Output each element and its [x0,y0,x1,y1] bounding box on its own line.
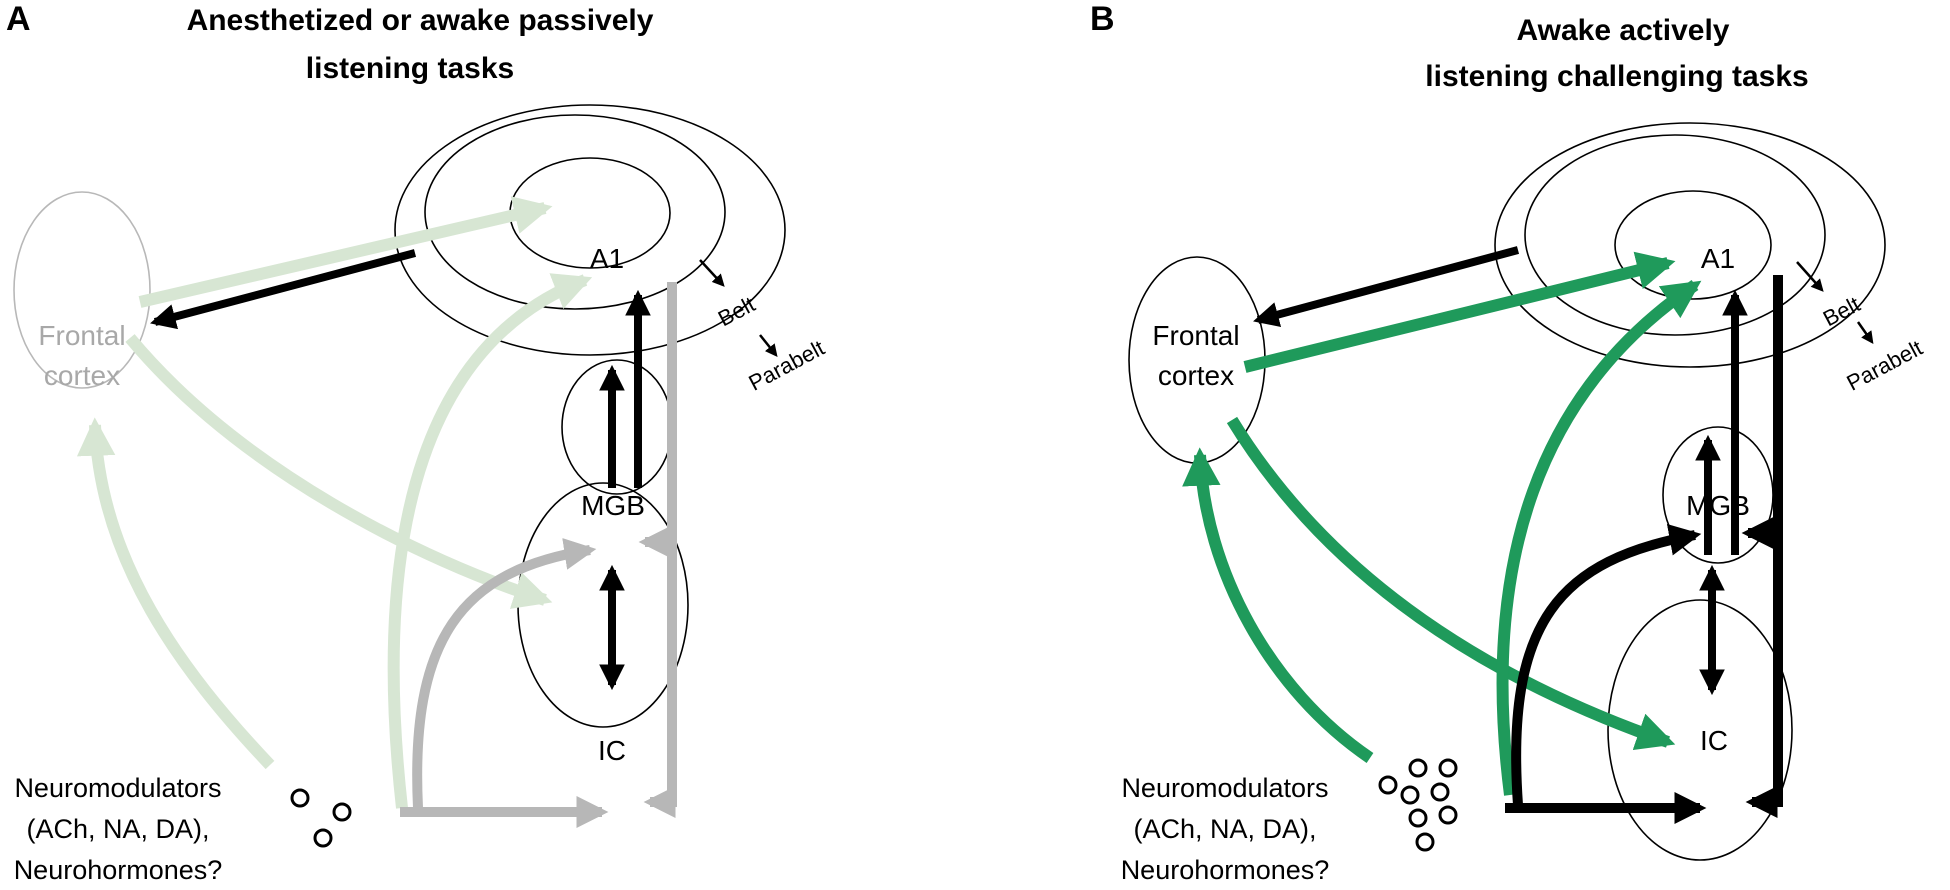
arrow-cortex-to-frontal [150,249,417,330]
frontal-cortex-outline [13,191,151,389]
panel-a-title-line1: Anesthetized or awake passively [187,4,654,37]
panel-a-title-line2: listening tasks [306,52,514,85]
label-mgb: MGB [581,490,645,521]
ic-outline [1607,599,1793,861]
label-parabelt: Parabelt [744,335,828,396]
parabelt-outline [1494,122,1886,368]
panel-b-title-line1: Awake actively [1517,14,1730,47]
label-frontal-2: cortex [1158,360,1234,391]
neuromodulator-vesicles [290,788,352,848]
label-ic: IC [598,735,626,766]
arrow-neuromod-to-frontal [1182,447,1374,763]
parabelt-outline [394,104,786,356]
arrow-frontal-to-a1 [1243,251,1676,373]
arrow-neuromod-to-mgb-gray [412,538,597,809]
label-mgb: MGB [1686,490,1750,521]
label-ic: IC [1700,725,1728,756]
arrow-cortex-to-frontal [1253,246,1520,328]
arrow-a1-to-belt [1796,261,1824,292]
label-frontal-2: cortex [44,360,120,391]
label-neuromod-2: (ACh, NA, DA), [26,814,209,844]
panel-b-letter: B [1090,0,1115,38]
label-frontal-1: Frontal [38,320,125,351]
arrow-cortex-to-ic [1745,275,1783,819]
neuromodulator-vesicles [1378,758,1458,852]
label-a1: A1 [590,243,624,274]
label-neuromod-1: Neuromodulators [1121,773,1328,803]
panel-a-letter: A [6,0,31,38]
arrow-cortex-to-ic-gray [643,282,677,819]
arrow-frontal-to-ic [1226,416,1676,751]
arrow-frontal-to-a1 [138,196,553,308]
label-frontal-1: Frontal [1152,320,1239,351]
label-neuromod-3: Neurohormones? [1121,855,1330,885]
label-parabelt: Parabelt [1842,335,1926,396]
label-belt: Belt [1819,291,1864,331]
label-belt: Belt [714,291,759,331]
arrow-neuromod-to-a1 [1496,280,1702,796]
mgb-outline [561,359,673,495]
arrow-frontal-to-ic [125,334,553,609]
unused-path [88,211,140,378]
arrow-neuromod-to-a1 [387,273,593,809]
belt-outline [1524,134,1826,336]
panel-a: A Anesthetized or awake passively listen… [6,0,829,885]
arrow-neuromod-to-mgb [1511,523,1702,806]
label-neuromod-1: Neuromodulators [14,773,221,803]
label-neuromod-3: Neurohormones? [14,855,223,885]
label-neuromod-2: (ACh, NA, DA), [1133,814,1316,844]
label-a1: A1 [1701,243,1735,274]
arrow-belt-to-parabelt [1856,321,1874,345]
arrow-a1-to-belt [699,259,725,287]
arrow-belt-to-parabelt [759,334,778,357]
panel-b-title-line2: listening challenging tasks [1425,60,1808,93]
arrow-neuromod-to-frontal [76,417,275,770]
panel-b: B Awake actively listening challenging t… [1090,0,1927,885]
